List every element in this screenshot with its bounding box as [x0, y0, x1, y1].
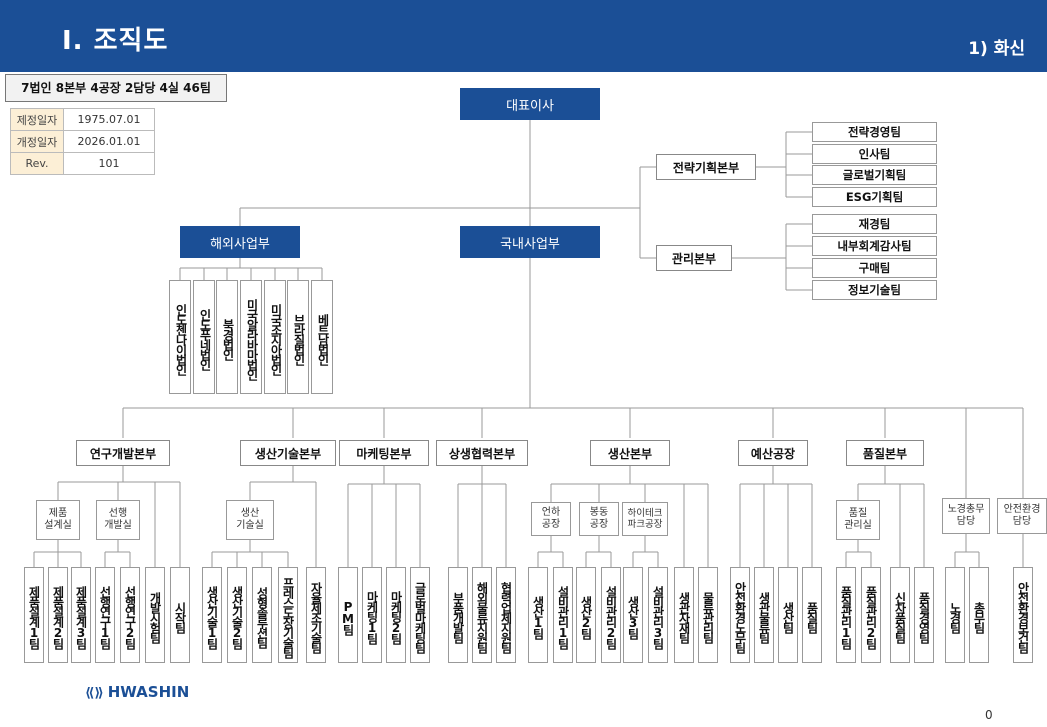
page-title: Ⅰ. 조직도	[62, 26, 169, 56]
team-box: 노경팀	[945, 567, 965, 663]
team-box: 품질경영팀	[914, 567, 934, 663]
corporation-box: 북경법인	[216, 280, 238, 394]
team-box: 개발시험팀	[145, 567, 165, 663]
info-key: 개정일자	[10, 130, 64, 153]
division-box: 상생협력본부	[436, 440, 528, 466]
team-box: 설비관리3팀	[648, 567, 668, 663]
team-box: 시작팀	[170, 567, 190, 663]
team-box: 설비관리2팀	[601, 567, 621, 663]
team-box: 설비관리1팀	[553, 567, 573, 663]
overseas-division-box: 해외사업부	[180, 226, 300, 258]
team-box: 안전환경노무팀	[730, 567, 750, 663]
management-team-box: 정보기술팀	[812, 280, 937, 300]
office-box: 안전환경 담당	[997, 498, 1047, 534]
team-box: 자율제조기술팀	[306, 567, 326, 663]
info-value: 1975.07.01	[63, 108, 155, 131]
team-box: 신차품질팀	[890, 567, 910, 663]
logo-mark-icon: ⟪⟫	[85, 686, 104, 701]
team-box: 품질관리1팀	[836, 567, 856, 663]
page-subtitle: 1) 화신	[968, 39, 1025, 59]
info-value: 2026.01.01	[63, 130, 155, 153]
office-box: 생산 기술실	[226, 500, 274, 540]
division-box: 마케팅본부	[339, 440, 429, 466]
team-box: 생관자재팀	[674, 567, 694, 663]
team-box: 제품설계1팀	[24, 567, 44, 663]
team-box: 제품설계2팀	[48, 567, 68, 663]
corporation-box: 브라질법인	[287, 280, 309, 394]
strategy-hq-box: 전략기획본부	[656, 154, 756, 180]
office-box: 품질 관리실	[836, 500, 880, 540]
team-box: 품질관리2팀	[861, 567, 881, 663]
division-box: 생산본부	[590, 440, 670, 466]
org-summary: 7법인 8본부 4공장 2담당 4실 46팀	[5, 74, 227, 102]
team-box: 생산기술2팀	[227, 567, 247, 663]
info-key: 제정일자	[10, 108, 64, 131]
team-box: 해외물류지원팀	[472, 567, 492, 663]
division-box: 연구개발본부	[76, 440, 170, 466]
office-box: 봉동 공장	[579, 502, 619, 536]
office-box: 선행 개발실	[96, 500, 140, 540]
table-row: Rev.101	[10, 152, 155, 175]
corporation-box: 베트남법인	[311, 280, 333, 394]
team-box: 생산기술1팀	[202, 567, 222, 663]
team-box: 생산팀	[778, 567, 798, 663]
team-box: 협력업체지원팀	[496, 567, 516, 663]
team-box: 안전환경보건팀	[1013, 567, 1033, 663]
team-box: 생산1팀	[528, 567, 548, 663]
management-hq-box: 관리본부	[656, 245, 732, 271]
team-box: PM팀	[338, 567, 358, 663]
info-value: 101	[63, 152, 155, 175]
team-box: 품질팀	[802, 567, 822, 663]
logo-text: HWASHIN	[107, 683, 190, 701]
management-team-box: 내부회계감사팀	[812, 236, 937, 256]
strategy-team-box: 전략경영팀	[812, 122, 937, 142]
strategy-team-box: 인사팀	[812, 144, 937, 164]
corporation-box: 미국알라바마법인	[240, 280, 262, 394]
team-box: 선행연구1팀	[95, 567, 115, 663]
team-box: 마케팅2팀	[386, 567, 406, 663]
strategy-team-box: 글로벌기획팀	[812, 165, 937, 185]
division-box: 품질본부	[846, 440, 924, 466]
ceo-box: 대표이사	[460, 88, 600, 120]
management-team-box: 구매팀	[812, 258, 937, 278]
team-box: 제품설계3팀	[71, 567, 91, 663]
corporation-box: 인도첸나이법인	[169, 280, 191, 394]
domestic-division-box: 국내사업부	[460, 226, 600, 258]
division-box: 생산기술본부	[240, 440, 336, 466]
corporation-box: 미국조지아법인	[264, 280, 286, 394]
team-box: 마케팅1팀	[362, 567, 382, 663]
team-box: 총무팀	[969, 567, 989, 663]
team-box: 생관물류팀	[754, 567, 774, 663]
team-box: 선행연구2팀	[120, 567, 140, 663]
strategy-team-box: ESG기획팀	[812, 187, 937, 207]
corporation-box: 인도푸네법인	[193, 280, 215, 394]
team-box: 글로벌마케팅팀	[410, 567, 430, 663]
header-bar: Ⅰ. 조직도 1) 화신	[0, 0, 1047, 72]
office-box: 노경총무 담당	[942, 498, 990, 534]
team-box: 물류관리팀	[698, 567, 718, 663]
office-box: 하이테크 파크공장	[622, 502, 668, 536]
company-logo: ⟪⟫HWASHIN	[85, 683, 189, 701]
management-team-box: 재경팀	[812, 214, 937, 234]
team-box: 생산2팀	[576, 567, 596, 663]
office-box: 제품 설계실	[36, 500, 80, 540]
team-box: 프레스도장기술팀	[278, 567, 298, 663]
team-box: 생산3팀	[623, 567, 643, 663]
team-box: 부품개발팀	[448, 567, 468, 663]
office-box: 언하 공장	[531, 502, 571, 536]
division-box: 예산공장	[738, 440, 808, 466]
team-box: 성형솔루션팀	[252, 567, 272, 663]
page-number: 0	[985, 708, 993, 722]
